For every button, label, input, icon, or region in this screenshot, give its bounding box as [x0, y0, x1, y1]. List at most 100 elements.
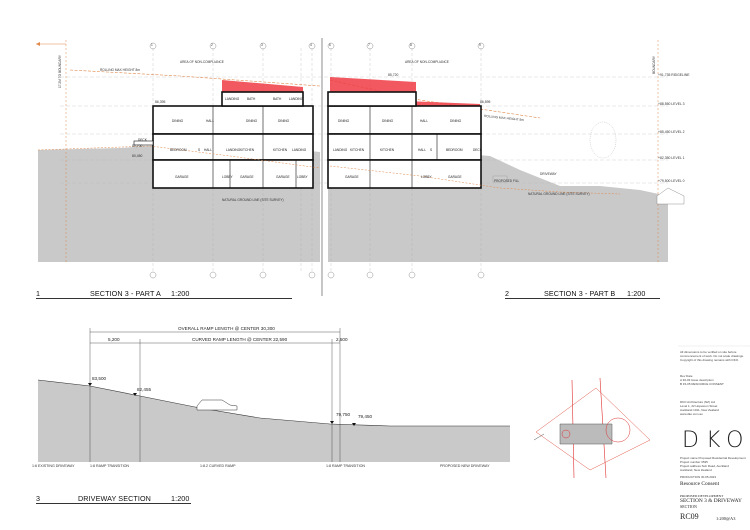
- ramp-label: 1:8 RAMP TRANSITION: [90, 464, 130, 468]
- tb-note: Copyright of this drawing remains with D…: [680, 358, 739, 362]
- driveway-surface: [37, 379, 510, 427]
- room-label: GARAGE: [175, 175, 189, 179]
- room-label: KITCHEN: [273, 148, 287, 152]
- room-label: BEDROOM: [446, 148, 463, 152]
- tb-rev: B 15-05 RESOURCE CONSENT: [680, 382, 724, 386]
- tb-firm: Level 1, 22 Hopetoun Street: [680, 404, 718, 408]
- drawing-number: RC09: [680, 512, 699, 521]
- room-label: DECK: [138, 138, 147, 142]
- room-label: DINING: [450, 119, 462, 123]
- room-label: LOBBY: [297, 175, 308, 179]
- room-label: LANDING: [292, 148, 307, 152]
- deck-a: [133, 140, 154, 146]
- level-label: 82,455: [137, 387, 152, 392]
- title-underline: [505, 298, 660, 299]
- level-label: 79,450: [358, 414, 373, 419]
- level-label: 83,500: [92, 376, 107, 381]
- overall-ramp-length: OVERALL RAMP LENGTH @ CENTER 30,300: [178, 326, 275, 331]
- natural-ground-line: [37, 145, 621, 195]
- tb-note: commencement of work. Do not scale drawi…: [680, 354, 744, 358]
- building-a: [152, 91, 314, 189]
- level-label: +88,550 LEVEL 3: [658, 102, 685, 106]
- room-label: DINING: [382, 119, 394, 123]
- room-label: BATH: [247, 97, 256, 101]
- arrow-icon: [36, 42, 40, 46]
- grid-label: 7: [368, 43, 370, 47]
- neighbour-house-icon: [656, 187, 685, 205]
- grid-label: 4: [310, 43, 312, 47]
- room-label: KITCHEN: [350, 148, 364, 152]
- non-compliance-label-b: AREA OF NON-COMPLIANCE: [405, 60, 449, 64]
- level-markers: [88, 383, 356, 426]
- room-label: S: [198, 148, 201, 152]
- room-label: HALL: [206, 119, 214, 123]
- room-label: HALL: [418, 148, 426, 152]
- tb-project: Project address Sub Road, Auckland: [680, 464, 729, 468]
- section-title: SECTION 3 - PART A: [90, 289, 161, 298]
- room-label: DECK: [473, 148, 482, 152]
- tb-project: Project name Proposed Residential Develo…: [680, 456, 746, 460]
- drawing-scale: 1:200@A3: [716, 516, 736, 521]
- section-title: SECTION 3 - PART B: [544, 289, 616, 298]
- tb-firm: www.dko.com.au: [680, 412, 703, 416]
- tb-rev-label: Rev Date: [680, 374, 693, 378]
- title-underline: [36, 503, 191, 504]
- right-ramp-length: 2,500: [336, 337, 348, 342]
- room-label: LANDING: [289, 97, 304, 101]
- proposed-fill-block: [492, 175, 508, 183]
- level-label: +85,450 LEVEL 2: [658, 130, 685, 134]
- level-label: 85,720: [388, 73, 399, 77]
- room-label: BATH: [273, 97, 282, 101]
- driveway-ground: [38, 380, 510, 462]
- rolling-height-line: [69, 69, 541, 119]
- level-label: 80,700: [132, 144, 143, 148]
- key-plan: [533, 377, 651, 479]
- ramp-label: PROPOSED NEW DRIVEWAY: [440, 464, 490, 468]
- proposed-fill-label: PROPOSED FILL: [494, 179, 520, 183]
- room-label: KITCHEN: [240, 148, 254, 152]
- room-label: HALL: [420, 119, 428, 123]
- level-label: +79,500 LEVEL 0: [658, 179, 685, 183]
- room-label: DINING: [172, 119, 184, 123]
- room-label: BEDROOM: [170, 148, 187, 152]
- left-ramp-length: 5,200: [108, 337, 120, 342]
- section-scale: 1:200: [627, 289, 646, 298]
- room-label: LANDING: [226, 148, 241, 152]
- car-icon: [196, 399, 238, 411]
- room-label: DINING: [246, 119, 258, 123]
- level-label: +82,350 LEVEL 1: [658, 156, 685, 160]
- section-title: DRIVEWAY SECTION: [78, 494, 151, 503]
- tb-project: Project number 3535: [680, 460, 708, 464]
- tb-note: All dimensions to be verified on site be…: [680, 350, 737, 354]
- room-label: S: [430, 148, 433, 152]
- title-underline: [36, 298, 292, 299]
- driveway-label: DRIVEWAY: [540, 172, 557, 176]
- tb-rev: A 30-03 Issue description: [680, 378, 714, 382]
- grid-label: 6: [329, 43, 331, 47]
- grid-label: 8: [410, 43, 412, 47]
- section-number: 2: [505, 289, 510, 298]
- tb-firm: Auckland 1011, New Zealand: [680, 408, 719, 412]
- room-label: DINING: [278, 119, 290, 123]
- dimension-lines: [89, 328, 341, 462]
- drawing-title-line: PROPOSED DEVELOPMENT: [680, 494, 724, 498]
- grid-bubbles: [149, 42, 485, 279]
- tb-firm: DKO Architecture (NZ) Ltd: [680, 400, 716, 404]
- room-label: GARAGE: [276, 175, 290, 179]
- tb-project: Auckland, New Zealand: [680, 468, 712, 472]
- curved-ramp-length: CURVED RAMP LENGTH @ CENTER 22,590: [192, 337, 288, 342]
- room-label: LOBBY: [222, 175, 233, 179]
- status-label: Resource Consent: [680, 481, 720, 487]
- boundary-label-left: 17.2M TO BOUNDARY: [58, 55, 62, 88]
- dko-logo: DKO: [682, 428, 750, 453]
- room-label: DINING: [338, 119, 350, 123]
- title-block: All dimensions to be verified on site be…: [680, 350, 744, 416]
- room-label: KITCHEN: [380, 148, 394, 152]
- room-label: LANDING: [333, 148, 348, 152]
- room-label: HALL: [204, 148, 212, 152]
- room-label: GARAGE: [448, 175, 462, 179]
- section-scale: 1:200: [171, 289, 190, 298]
- level-label: 86,595: [480, 100, 491, 104]
- drawing-title: PROPOSED DEVELOPMENT SECTION 3 & DRIVEWA…: [680, 494, 742, 509]
